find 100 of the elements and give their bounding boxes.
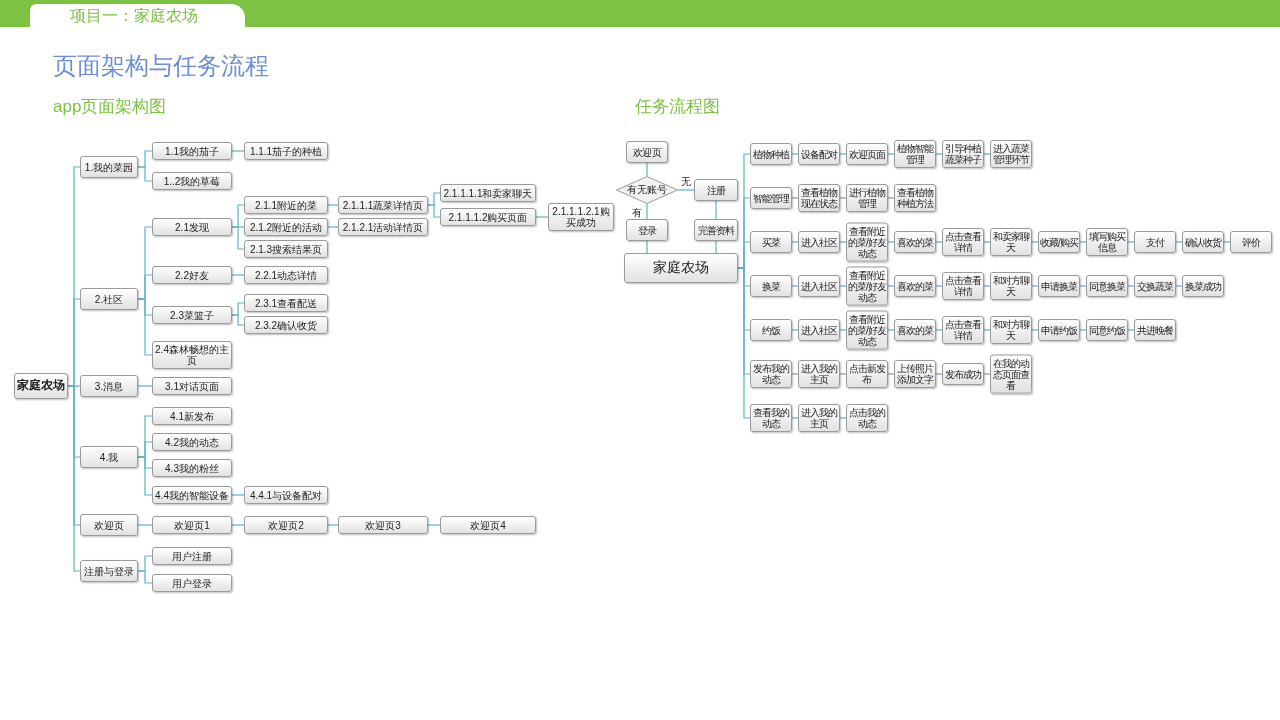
connector-line [1031,329,1039,331]
page-box: 注册与登录 [80,560,138,582]
page-box: 2.1.1附近的菜 [244,196,328,214]
page-box: 2.1.3搜索结果页 [244,240,328,258]
page-box: 2.1.1.1.2.1购买成功 [548,203,614,231]
page-box: 2.2好友 [152,266,232,284]
step-box: 上传照片添加文字 [894,360,936,388]
section-title: app页面架构图 [53,96,167,118]
page-box: 欢迎页4 [440,516,536,534]
connector-line [137,385,153,387]
connector-line [983,153,991,155]
connector-line [137,524,153,526]
connector-line [839,153,847,155]
connector-line [791,417,799,419]
connector-line [983,241,991,243]
page-box: 2.1发现 [152,218,232,236]
step-box: 查看附近的菜/好友动态 [846,310,888,350]
connector-line [791,285,799,287]
step-box: 确认收货 [1182,231,1224,253]
page-title: 页面架构与任务流程 [53,51,269,81]
connector-line [791,329,799,331]
step-box: 进入我的主页 [798,360,840,388]
step-box: 点击新发布 [846,360,888,388]
connector-line [791,197,799,199]
connector-line [231,274,245,276]
step-box: 发布我的动态 [750,360,792,388]
connector-line [935,373,943,375]
connector-line [231,150,245,152]
connector-line [231,314,245,326]
connector-line [137,456,153,496]
connector-line [137,570,153,584]
step-box: 喜欢的菜 [894,319,936,341]
connector-line [983,285,991,287]
page-box: 2.1.2附近的活动 [244,218,328,236]
step-box: 评价 [1230,231,1272,253]
step-box: 植物智能管理 [894,140,936,168]
page-box: 2.1.1.1蔬菜详情页 [338,196,428,214]
step-box: 注册 [694,179,738,201]
connector-line [839,285,847,287]
connector-line [1223,241,1231,243]
step-box: 点击查看详情 [942,272,984,300]
step-box: 收藏/购买 [1038,231,1080,253]
step-box: 申请换菜 [1038,275,1080,297]
step-box: 进入社区 [798,275,840,297]
connector-line [935,241,943,243]
step-box: 换菜成功 [1182,275,1224,297]
page-box: 1.我的菜园 [80,156,138,178]
step-box: 支付 [1134,231,1176,253]
connector-line [887,285,895,287]
connector-line [839,373,847,375]
connector-line [791,153,799,155]
connector-line [646,240,648,254]
page-box: 2.1.1.1.2购买页面 [440,208,536,226]
connector-line [715,240,717,254]
page-box: 4.我 [80,446,138,468]
page-box: 2.1.2.1活动详情页 [338,218,428,236]
connector-line [791,373,799,375]
page-box: 3.1对话页面 [152,377,232,395]
connector-line [839,417,847,419]
root-box: 家庭农场 [624,253,738,283]
section-title: 任务流程图 [635,96,720,118]
connector-line [327,204,339,206]
step-box: 买菜 [750,231,792,253]
page-box: 4.3我的粉丝 [152,459,232,477]
page-box: 2.3菜篮子 [152,306,232,324]
connector-line [137,298,153,356]
connector-line [935,329,943,331]
connector-line [1127,241,1135,243]
step-box: 喜欢的菜 [894,275,936,297]
connector-line [677,189,695,191]
step-box: 查看我的动态 [750,404,792,432]
page-box: 2.2.1动态详情 [244,266,328,284]
connector-line [935,153,943,155]
step-box: 欢迎页面 [846,143,888,165]
connector-line [427,524,441,526]
page-box: 4.1新发布 [152,407,232,425]
step-box: 引导种植蔬菜种子 [942,140,984,168]
step-box: 在我的动态页面查看 [990,354,1032,394]
connector-line [839,197,847,199]
connector-line [983,329,991,331]
step-box: 和对方聊天 [990,272,1032,300]
step-box: 查看植物种植方法 [894,184,936,212]
page-box: 欢迎页1 [152,516,232,534]
connector-line [1127,285,1135,287]
connector-line [887,373,895,375]
page-box: 2.1.1.1.1和卖家聊天 [440,184,536,202]
page-box: 1..2我的草莓 [152,172,232,190]
page-box: 3.消息 [80,375,138,397]
step-box: 进入社区 [798,319,840,341]
decision-diamond: 有无账号 [616,176,678,204]
step-box: 植物种植 [750,143,792,165]
step-box: 和卖家聊天 [990,228,1032,256]
header-tab: 项目一：家庭农场 [30,4,245,27]
step-box: 点击我的动态 [846,404,888,432]
step-box: 和对方聊天 [990,316,1032,344]
step-box: 约饭 [750,319,792,341]
page-box: 用户注册 [152,547,232,565]
connector-line [427,204,441,218]
page-box: 1.1我的茄子 [152,142,232,160]
connector-line [327,226,339,228]
